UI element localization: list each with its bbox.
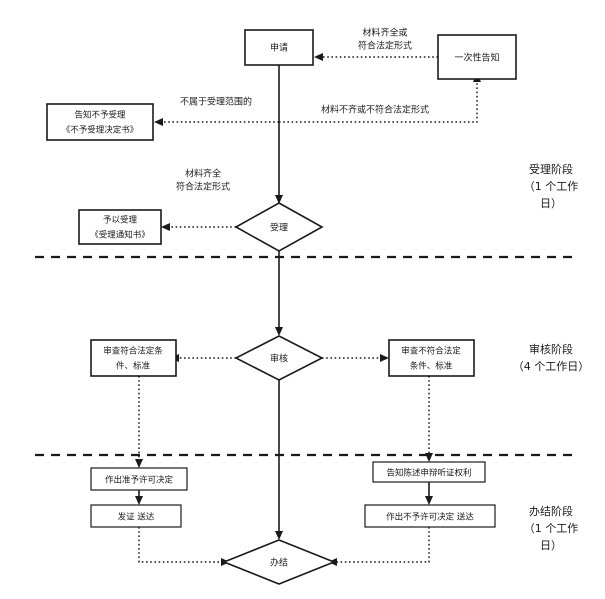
edge-disapprove-to-done: [334, 527, 430, 563]
edge-label-materials-incomplete: 材料不齐或不符合法定形式: [321, 104, 429, 116]
node-one-time-notice-label: 一次性告知: [454, 52, 499, 64]
stage-label-done: 办结阶段 （1 个工作 日）: [524, 504, 579, 552]
node-accept-label: 受理: [270, 222, 288, 234]
node-review-pass-label-line2: 件、标准: [116, 361, 151, 372]
node-done-label: 办结: [270, 557, 288, 569]
arrowhead-accept-to-review: [275, 327, 283, 336]
node-reject-notice-shape: [46, 103, 154, 141]
node-apply[interactable]: 申请: [244, 29, 314, 66]
edge-label-out-of-scope: 不属于受理范围的: [180, 96, 252, 108]
node-review-label: 审核: [270, 353, 288, 365]
node-accept-shape: [234, 202, 324, 252]
node-disapprove-decision[interactable]: 作出不予许可决定 送达: [364, 504, 496, 528]
node-reject-notice-label-line1: 告知不予受理: [74, 110, 126, 121]
node-apply-label: 申请: [270, 42, 288, 54]
node-issue-deliver[interactable]: 发证 送达: [90, 504, 182, 528]
node-disapprove-decision-label: 作出不予许可决定 送达: [386, 512, 474, 523]
node-notify-rights[interactable]: 告知陈述申辩听证权利: [372, 461, 486, 483]
stage-label-accept: 受理阶段 （1 个工作 日）: [524, 162, 579, 210]
node-review[interactable]: 审核: [234, 335, 324, 381]
node-reject-notice-label-line2: 《不予受理决定书》: [62, 125, 139, 136]
node-approve-decision[interactable]: 作出准予许可决定: [90, 467, 188, 491]
node-done-shape: [221, 539, 337, 585]
node-review-fail-shape: [388, 339, 475, 377]
arrowhead-apply-to-accept: [275, 195, 283, 204]
stage-label-review: 审核阶段 （4 个工作日）: [513, 342, 590, 373]
node-review-fail-label-line2: 条件、标准: [410, 361, 453, 372]
node-accept-notice-label-line1: 予以受理: [103, 215, 138, 226]
stage-label-accept-line3: 日）: [540, 197, 562, 210]
node-approve-decision-shape: [90, 467, 188, 491]
stage-label-done-line1: 办结阶段: [529, 504, 573, 518]
arrowhead-approve-to-issue: [135, 496, 143, 505]
node-accept[interactable]: 受理: [234, 202, 324, 252]
arrowhead-pass-to-approve: [135, 459, 143, 468]
edge-label-materials-complete-top-line2: 符合法定形式: [358, 40, 412, 52]
arrowhead-accept-to-accept-notice: [161, 223, 170, 231]
node-review-pass-label-line1: 审查符合法定条: [103, 346, 163, 357]
node-review-shape: [234, 335, 324, 381]
node-done[interactable]: 办结: [221, 539, 337, 585]
node-accept-notice[interactable]: 予以受理 《受理通知书》: [78, 209, 162, 245]
arrowhead-rights-to-disapprove: [425, 496, 433, 505]
node-reject-notice[interactable]: 告知不予受理 《不予受理决定书》: [46, 103, 154, 141]
node-notify-rights-shape: [372, 461, 486, 483]
node-review-fail-label-line1: 审查不符合法定: [401, 346, 461, 357]
edge-apply-to-onetime: [279, 79, 478, 123]
edge-label-materials-complete-line2: 符合法定形式: [176, 181, 230, 193]
node-approve-decision-label: 作出准予许可决定: [105, 475, 174, 486]
stage-label-accept-line2: （1 个工作: [524, 180, 579, 193]
arrowhead-apply-to-reject-notice: [154, 118, 163, 126]
node-issue-deliver-shape: [90, 504, 182, 528]
stage-label-done-line2: （1 个工作: [524, 522, 579, 535]
edge-issue-to-done: [138, 527, 224, 563]
edge-labels-layer: 材料齐全或 符合法定形式 不属于受理范围的 材料不齐或不符合法定形式 材料齐全 …: [176, 27, 429, 193]
node-notify-rights-label: 告知陈述申辩听证权利: [386, 468, 471, 479]
node-accept-notice-shape: [78, 209, 162, 245]
node-one-time-notice[interactable]: 一次性告知: [437, 34, 517, 80]
arrowhead-review-to-done: [275, 531, 283, 540]
node-apply-shape: [244, 29, 314, 66]
stage-label-review-line2: （4 个工作日）: [513, 360, 590, 373]
stage-labels-layer: 受理阶段 （1 个工作 日） 审核阶段 （4 个工作日） 办结阶段 （1 个工作…: [513, 162, 590, 552]
stage-label-review-line1: 审核阶段: [529, 342, 573, 356]
arrowhead-review-to-fail: [380, 354, 389, 362]
edge-label-materials-complete-line1: 材料齐全: [185, 168, 221, 180]
node-one-time-notice-shape: [437, 34, 517, 80]
node-accept-notice-label-line2: 《受理通知书》: [90, 230, 150, 241]
node-disapprove-decision-shape: [364, 504, 496, 528]
arrowhead-fail-to-rights: [425, 453, 433, 462]
node-review-pass[interactable]: 审查符合法定条 件、标准: [90, 339, 177, 377]
stage-label-accept-line1: 受理阶段: [529, 162, 573, 176]
edge-label-materials-complete-top-line1: 材料齐全或: [362, 27, 407, 39]
node-issue-deliver-label: 发证 送达: [118, 512, 155, 523]
node-review-fail[interactable]: 审查不符合法定 条件、标准: [388, 339, 475, 377]
node-review-pass-shape: [90, 339, 177, 377]
stage-label-done-line3: 日）: [540, 539, 562, 552]
nodes-layer: 申请 一次性告知 告知不予受理 《不予受理决定书》 受理 予以受理 《受理通知书…: [46, 29, 517, 585]
arrowhead-onetime-to-apply: [314, 53, 323, 61]
